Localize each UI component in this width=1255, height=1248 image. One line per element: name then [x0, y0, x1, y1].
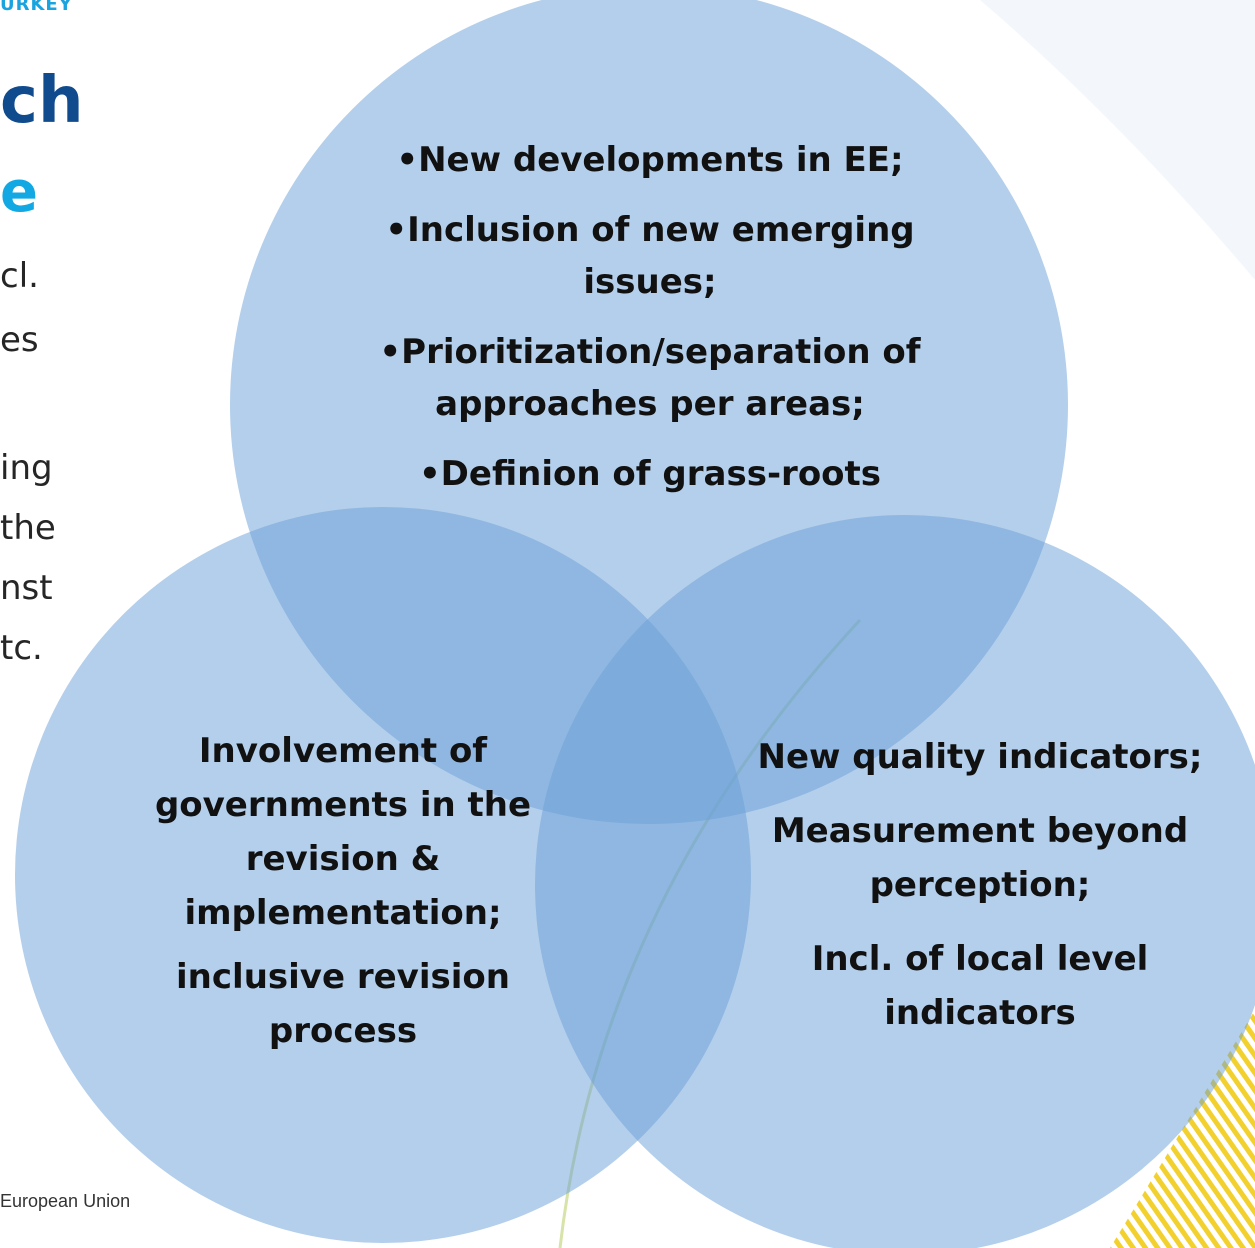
footer-text: European Union [0, 1191, 131, 1211]
body-text-fragment: es [0, 320, 39, 360]
slide-title-line2: e [0, 160, 38, 225]
body-text-fragment: the [0, 508, 56, 548]
top-circle-item: •Inclusion of new emerging issues; [385, 210, 915, 302]
left-circle-item: inclusive revision process [176, 957, 510, 1051]
left-circle-text: Involvement of governments in the revisi… [138, 724, 548, 1068]
body-text-fragment: ing [0, 448, 53, 488]
venn-circle-left [15, 507, 751, 1243]
right-circle-text: New quality indicators; Measurement beyo… [750, 730, 1210, 1060]
body-text-fragment: nst [0, 568, 53, 608]
left-circle-item: Involvement of governments in the revisi… [154, 731, 532, 933]
venn-circle-right [535, 515, 1255, 1248]
body-text-fragment: cl. [0, 256, 39, 296]
top-circle-text: •New developments in EE; •Inclusion of n… [340, 134, 960, 518]
right-circle-item: Measurement beyond perception; [771, 811, 1189, 905]
top-circle-item: •Prioritization/separation of approaches… [379, 332, 921, 424]
right-circle-item: New quality indicators; [757, 737, 1203, 777]
body-text-fragment: tc. [0, 628, 43, 668]
top-circle-item: •Definion of grass-roots [418, 454, 882, 494]
slide-title-line1: ch [0, 64, 84, 138]
right-circle-item: Incl. of local level indicators [811, 939, 1149, 1033]
organization-label: URKEY [0, 0, 73, 15]
top-circle-item: •New developments in EE; [396, 140, 904, 180]
